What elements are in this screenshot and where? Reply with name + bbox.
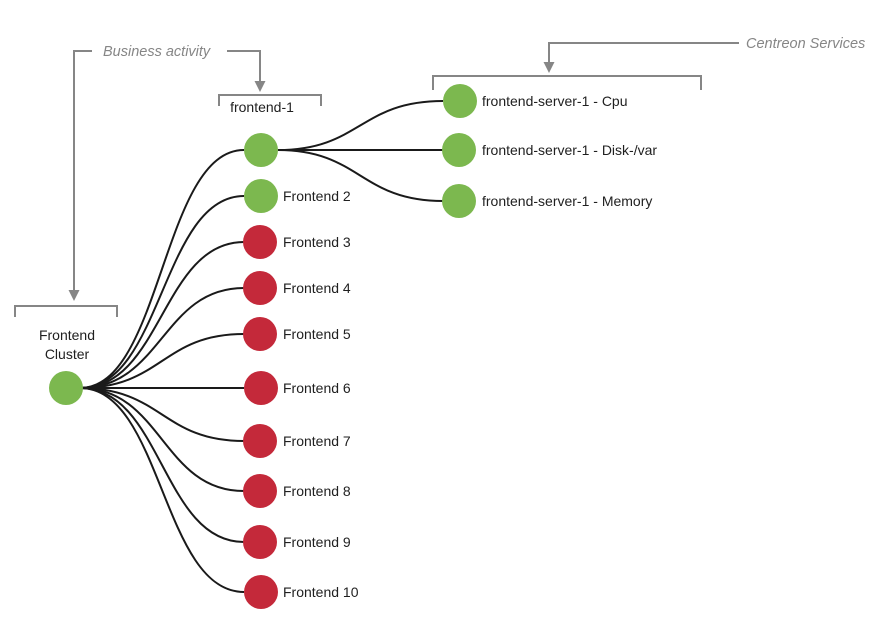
business-activity-pointer-left	[73, 50, 92, 290]
frontend-6-label: Frontend 6	[283, 380, 351, 396]
annotation-business-activity: Business activity	[14, 44, 322, 317]
node-frontend-4[interactable]	[243, 271, 277, 305]
arrow-down-icon	[68, 290, 80, 301]
node-frontend-1[interactable]	[244, 133, 278, 167]
frontend-1-label: frontend-1	[230, 99, 294, 115]
node-frontend-10[interactable]	[244, 575, 278, 609]
arrow-down-icon	[254, 81, 266, 92]
bracket-centreon-services	[432, 75, 702, 90]
frontend-4-label: Frontend 4	[283, 280, 351, 296]
annotation-centreon-services: Centreon Services	[432, 36, 865, 90]
node-frontend-9[interactable]	[243, 525, 277, 559]
centreon-services-pointer	[548, 42, 739, 62]
edge-cluster-frontend-8	[79, 387, 245, 492]
bracket-frontend-1	[218, 94, 322, 106]
centreon-services-label: Centreon Services	[746, 36, 865, 52]
bracket-frontend-cluster	[14, 305, 118, 317]
frontend-2-label: Frontend 2	[283, 188, 351, 204]
node-frontend-server-1-memory[interactable]	[442, 184, 476, 218]
edges-frontend1-to-services	[277, 100, 444, 202]
frontend-3-label: Frontend 3	[283, 234, 351, 250]
edge-cluster-frontend-10	[79, 387, 245, 593]
node-frontend-2[interactable]	[244, 179, 278, 213]
edge-cluster-frontend-3	[79, 241, 245, 389]
arrow-down-icon	[543, 62, 555, 73]
frontend-5-label: Frontend 5	[283, 326, 351, 342]
frontend-9-label: Frontend 9	[283, 534, 351, 550]
service-nodes: frontend-server-1 - Cpu frontend-server-…	[442, 84, 657, 218]
business-activity-pointer-right	[227, 50, 261, 81]
node-frontend-6[interactable]	[244, 371, 278, 405]
edge-cluster-frontend-1	[79, 149, 245, 389]
edge-cluster-frontend-5	[79, 333, 245, 389]
node-frontend-5[interactable]	[243, 317, 277, 351]
frontend-10-label: Frontend 10	[283, 584, 359, 600]
frontend-server-1-memory-label: frontend-server-1 - Memory	[482, 193, 652, 209]
frontend-8-label: Frontend 8	[283, 483, 351, 499]
edge-frontend1-memory	[277, 149, 444, 202]
node-frontend-cluster[interactable]	[49, 371, 83, 405]
edge-cluster-frontend-2	[79, 195, 245, 389]
node-frontend-7[interactable]	[243, 424, 277, 458]
node-frontend-3[interactable]	[243, 225, 277, 259]
edge-frontend1-cpu	[277, 100, 444, 151]
node-frontend-8[interactable]	[243, 474, 277, 508]
frontend-7-label: Frontend 7	[283, 433, 351, 449]
edge-cluster-frontend-9	[79, 387, 245, 543]
node-group-frontend-cluster: Frontend Cluster	[39, 327, 95, 405]
business-activity-label: Business activity	[103, 44, 211, 60]
frontend-server-1-cpu-label: frontend-server-1 - Cpu	[482, 93, 628, 109]
edges-cluster-to-hosts	[79, 149, 245, 593]
edge-cluster-frontend-7	[79, 387, 245, 442]
node-frontend-server-1-disk[interactable]	[442, 133, 476, 167]
host-nodes: frontend-1 Frontend 2 Frontend 3 Fronten…	[230, 99, 359, 609]
frontend-cluster-label-line2: Cluster	[45, 346, 90, 362]
frontend-server-1-disk-label: frontend-server-1 - Disk-/var	[482, 142, 657, 158]
node-frontend-server-1-cpu[interactable]	[443, 84, 477, 118]
frontend-cluster-label-line1: Frontend	[39, 327, 95, 343]
edge-cluster-frontend-4	[79, 287, 245, 389]
